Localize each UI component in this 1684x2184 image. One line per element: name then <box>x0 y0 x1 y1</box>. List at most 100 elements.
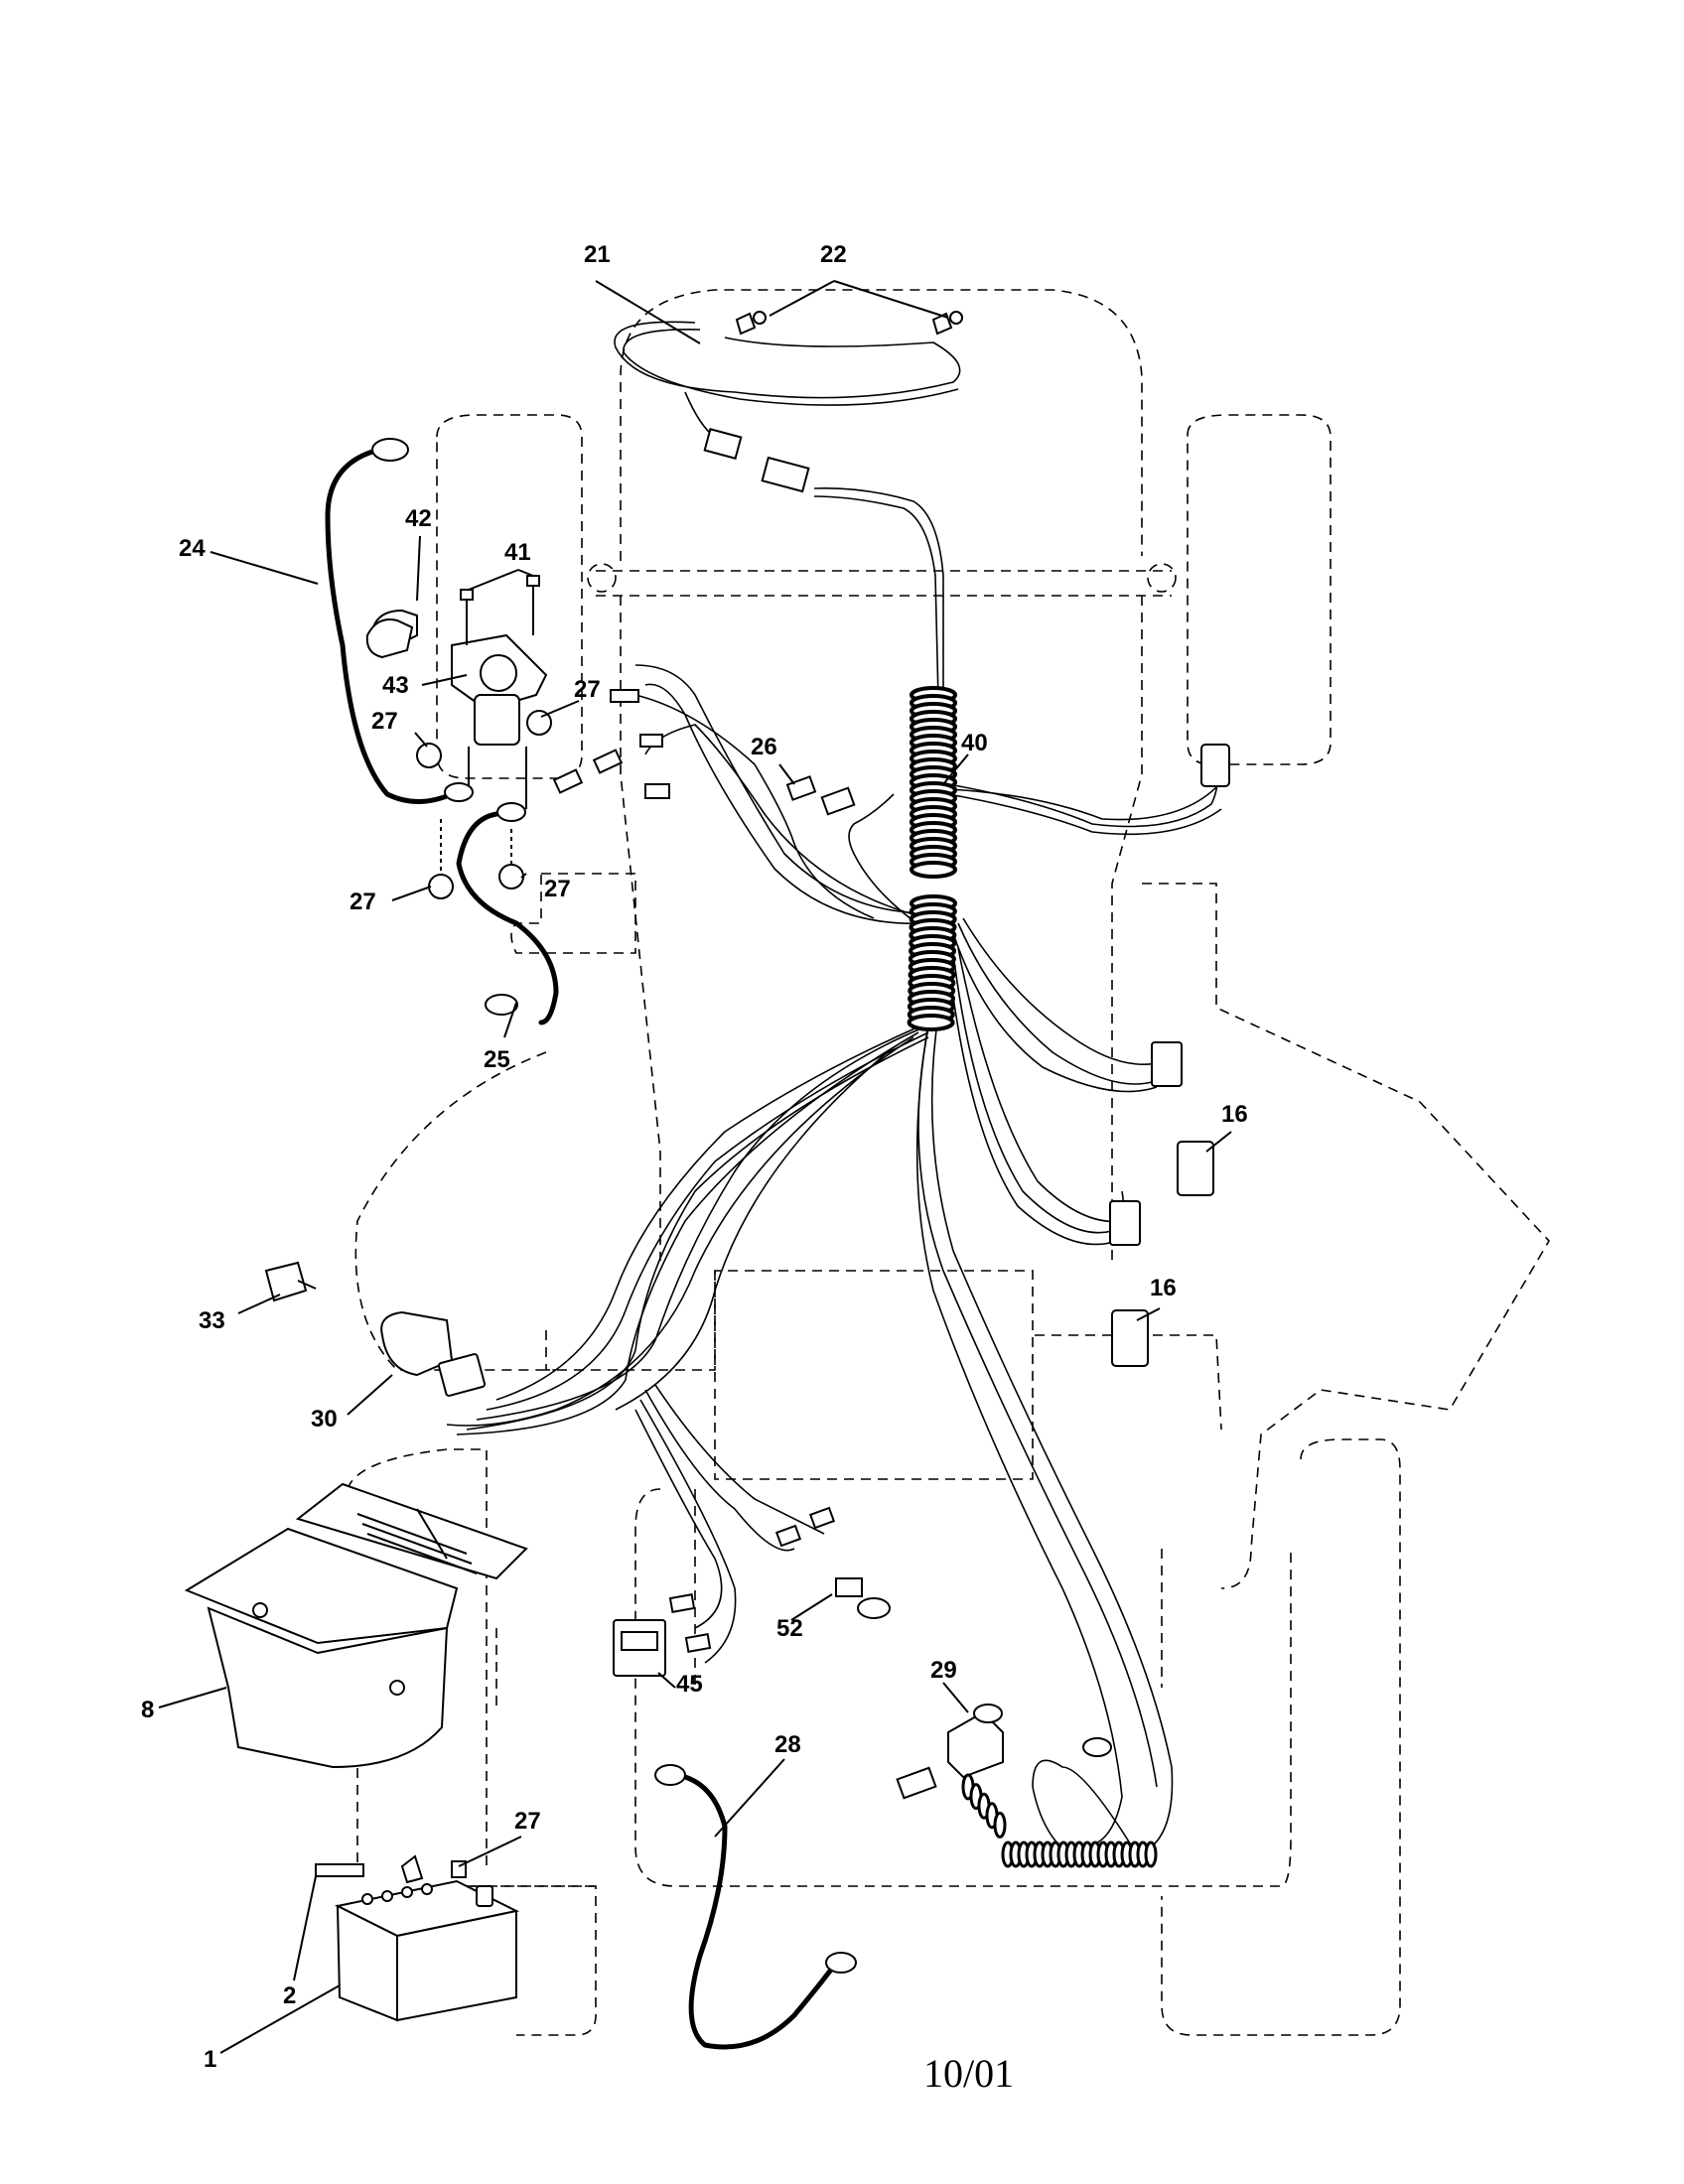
solenoid-body <box>474 694 520 746</box>
harness-coil-lower <box>907 894 957 1031</box>
battery-box-vent <box>356 1508 478 1574</box>
rear-components <box>613 1506 1112 1800</box>
callout-41: 41 <box>504 539 531 566</box>
rear-long-wire-d <box>1032 1759 1133 1857</box>
left-front-wires <box>634 664 929 914</box>
headlight-wire-loop-2 <box>623 329 959 406</box>
main-harness <box>446 321 1222 1857</box>
nut-27-right-bottom <box>498 864 524 889</box>
battery-terminal <box>476 1885 493 1907</box>
seat-switch-wires-c <box>962 917 1163 1065</box>
ignition-parts <box>264 1261 487 1397</box>
right-spindle-outline <box>1147 563 1177 593</box>
terminal-clip-b <box>639 734 663 748</box>
front-axle-outline <box>596 570 1172 597</box>
callout-42: 42 <box>405 505 432 532</box>
callout-28: 28 <box>774 1731 801 1758</box>
battery-box-body <box>207 1606 449 1769</box>
seat-switch-wires-a <box>957 922 1163 1085</box>
ignition-wires-d <box>466 1036 929 1431</box>
left-front-wires-3 <box>644 724 929 919</box>
terminal-clip-a <box>610 689 639 703</box>
callout-27-lower-right: 27 <box>544 876 571 902</box>
cable-24-ring-bottom <box>444 782 474 802</box>
solenoid-assembly <box>370 575 552 899</box>
rear-coil <box>961 1773 1158 1868</box>
terminal-clip-c <box>552 768 584 794</box>
connector-52 <box>835 1577 863 1597</box>
coil-ring <box>1144 1841 1158 1868</box>
battery-box-lid <box>295 1482 528 1580</box>
switch-16-lower <box>1111 1309 1149 1367</box>
footer-date: 10/01 <box>923 2051 1014 2096</box>
ignition-wires-e <box>456 1031 919 1435</box>
seat-switch-wires-d <box>952 952 1125 1234</box>
rear-connector-wires-d <box>639 1399 737 1664</box>
left-spindle-outline <box>587 563 617 593</box>
callout-25: 25 <box>484 1046 510 1073</box>
left-front-wires-4 <box>848 793 924 929</box>
ignition-switch <box>380 1310 454 1377</box>
callout-40: 40 <box>961 730 988 756</box>
trunk-upper-wire-2 <box>813 495 939 701</box>
connector-26-b <box>820 786 856 816</box>
headlight-connector-female <box>761 456 810 493</box>
callout-43: 43 <box>382 672 409 699</box>
callout-22: 22 <box>820 241 847 268</box>
pto-connector <box>1200 744 1230 787</box>
seat-switch-wires-f <box>957 947 1123 1223</box>
coil-ring <box>993 1811 1007 1839</box>
bolt-2 <box>315 1863 364 1877</box>
rear-connector-wires-c <box>634 1409 723 1629</box>
callout-30: 30 <box>311 1406 338 1433</box>
battery-tray-outline <box>347 1448 488 1866</box>
coil-ring <box>907 1014 955 1031</box>
ignition-wires-a <box>495 1022 929 1401</box>
rear-long-wire-c <box>915 972 1123 1847</box>
connector-42-boot <box>365 618 414 659</box>
ignition-wires-c <box>476 1026 924 1421</box>
seat-switch-wires-b <box>952 932 1158 1093</box>
left-front-wires-5 <box>634 694 875 919</box>
coil-ring <box>910 861 957 879</box>
callout-8: 8 <box>141 1697 154 1723</box>
connector-parts <box>365 618 1230 816</box>
cable-24 <box>325 449 455 804</box>
callout-27-battery: 27 <box>514 1808 541 1835</box>
connector-26-a <box>785 775 817 801</box>
terminal-clip-d <box>592 749 624 774</box>
rear-coil-connector <box>896 1766 937 1800</box>
cable-25 <box>456 811 559 1025</box>
seat-switch-wires-e <box>947 957 1118 1246</box>
callout-2: 2 <box>283 1982 296 2009</box>
callout-24: 24 <box>179 535 206 562</box>
engine-area-outline <box>1142 883 1550 1589</box>
callouts: 21 22 24 42 41 43 27 27 27 27 25 26 40 1… <box>141 241 1248 2096</box>
ignition-wires-b <box>486 1031 929 1411</box>
rear-deck-outline <box>634 1488 1292 1887</box>
battery-hold-clamp <box>400 1854 424 1884</box>
callout-26: 26 <box>751 734 777 760</box>
cable-25-ring-bottom <box>485 994 518 1016</box>
battery-side <box>396 1909 517 2022</box>
callout-1: 1 <box>204 2046 216 2073</box>
cable-25-ring-top <box>496 802 526 822</box>
frame-left-rail <box>620 596 661 1261</box>
nut-27-left-top <box>416 743 442 768</box>
terminal-clip-e <box>644 783 670 799</box>
ignition-wires-f <box>446 1036 914 1427</box>
frame-cross-dash <box>694 1489 1163 1688</box>
switch-16-upper <box>1177 1141 1214 1196</box>
callout-45: 45 <box>676 1671 703 1698</box>
callout-27-upper-left: 27 <box>371 708 398 735</box>
frame-right-rail <box>1111 596 1143 1261</box>
cable-24-ring-top <box>371 438 409 462</box>
seat-panel-outline <box>545 1270 1222 1431</box>
rear-connector-wires-a <box>644 1389 795 1552</box>
callout-21: 21 <box>584 241 611 268</box>
headlight-wire-loop <box>614 321 961 399</box>
right-front-wires-3 <box>947 783 1220 821</box>
left-front-wires-2 <box>644 683 929 925</box>
lamp-52 <box>857 1597 891 1619</box>
